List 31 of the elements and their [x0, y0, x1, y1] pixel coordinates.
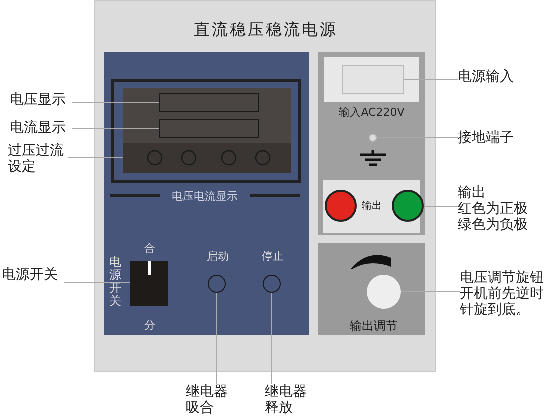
callout-label: 电压调节旋钮开机前先逆时针旋到底。	[460, 270, 550, 318]
socket	[342, 65, 404, 94]
callout-label: 输出 红色为正极 绿色为负极	[458, 185, 550, 233]
panel-label: 合	[144, 241, 156, 254]
leader-line	[216, 292, 218, 384]
panel-label: 分	[144, 318, 156, 331]
leader-line	[72, 128, 160, 129]
push-button	[208, 275, 226, 293]
push-button	[263, 275, 281, 293]
leader-line	[72, 102, 160, 103]
panel-label: 停止	[261, 249, 285, 263]
panel-label: 电压电流显示	[171, 189, 239, 203]
callout-label: 电流显示	[10, 120, 72, 136]
display-window	[159, 93, 259, 112]
panel-label: 启动	[206, 249, 230, 263]
power-switch	[130, 261, 168, 306]
leader-line	[404, 79, 458, 80]
title: 直流稳压稳流电源	[193, 20, 339, 41]
button-panel	[123, 143, 291, 173]
callout-label: 电源开关	[2, 267, 64, 283]
callout-label: 过压过流设定	[8, 143, 68, 175]
callout-label: 继电器吸合	[186, 384, 234, 416]
callout-label: 继电器释放	[265, 384, 313, 416]
display-window	[159, 119, 259, 138]
panel-label: 输入AC220V	[338, 105, 406, 119]
panel-label: 输出	[361, 200, 383, 212]
callout-label: 接地端子	[458, 130, 520, 146]
callout-label: 电源输入	[458, 69, 520, 85]
panel-label: 电源开关	[108, 256, 122, 310]
callout-label: 电压显示	[10, 92, 72, 108]
panel-label: 输出调节	[349, 318, 399, 332]
